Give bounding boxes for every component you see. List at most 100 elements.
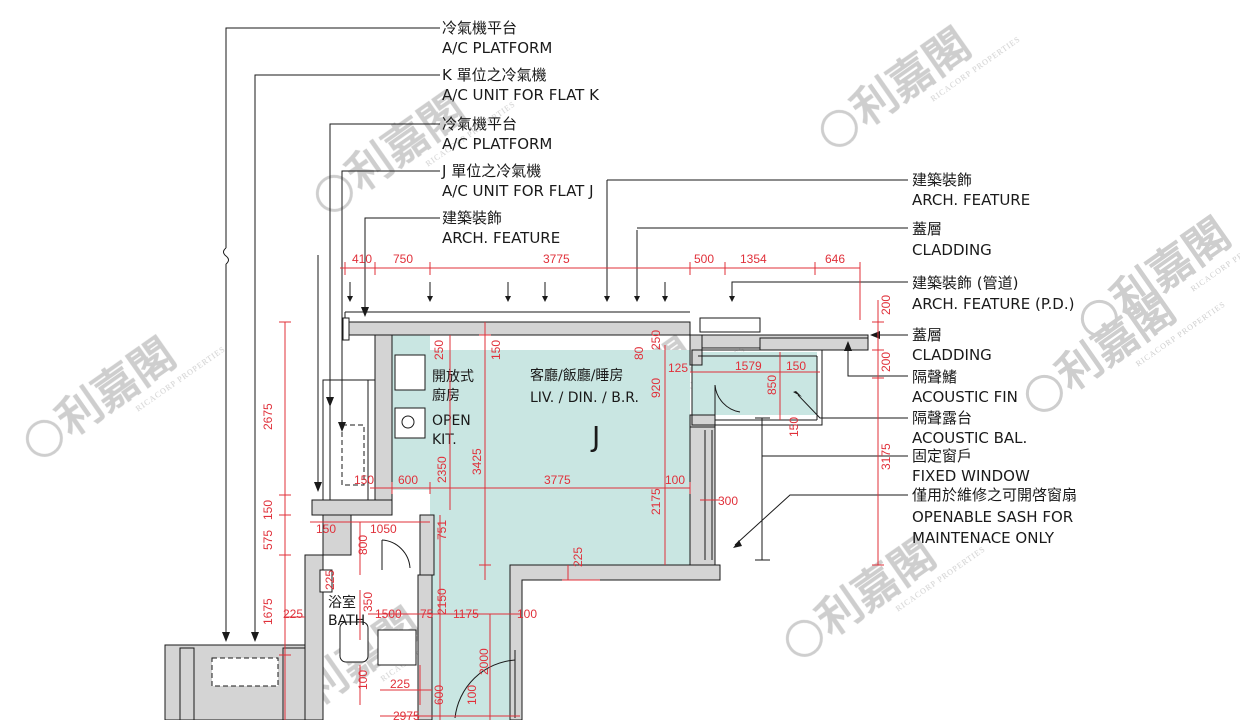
- callout-ac-platform2-en: A/C PLATFORM: [442, 135, 552, 153]
- dim-150-c: 150: [261, 500, 275, 520]
- bath-door-swing: [381, 539, 411, 569]
- acoustic-balcony: [691, 349, 823, 426]
- callout-ac-platform-en: A/C PLATFORM: [442, 39, 552, 57]
- kitchen-label-zh: 開放式: [432, 369, 474, 385]
- dim-225-d: 225: [390, 677, 410, 691]
- callout-arch-feature-r-zh: 建築裝飾: [912, 171, 972, 189]
- dim-225-c: 225: [323, 570, 337, 590]
- basin: [377, 629, 417, 666]
- dim-150-d: 150: [316, 522, 336, 536]
- dim-3175: 3175: [879, 443, 893, 470]
- dim-100-c: 100: [356, 670, 370, 690]
- ac-unit-j: [341, 424, 365, 486]
- callout-sash-zh: 僅用於維修之可開啓窗扇: [912, 486, 1077, 504]
- callout-balcony-zh: 隔聲露台: [912, 409, 972, 427]
- toilet: [339, 621, 369, 663]
- dim-2675: 2675: [261, 403, 275, 430]
- cladding-right: [759, 337, 869, 351]
- bath-fixtures: [319, 539, 417, 666]
- dim-150-a: 150: [489, 340, 503, 360]
- callout-ac-unit-j-en: A/C UNIT FOR FLAT J: [442, 182, 594, 200]
- ac-unit-k: [211, 657, 279, 687]
- top-wall: [344, 321, 691, 336]
- dim-575: 575: [261, 530, 275, 550]
- callout-arch-feature-en: ARCH. FEATURE: [442, 229, 560, 247]
- dim-1500: 1500: [375, 607, 402, 621]
- fixed-window: [704, 430, 713, 560]
- callout-pd-en: ARCH. FEATURE (P.D.): [912, 295, 1074, 313]
- living-floor: [392, 335, 690, 720]
- dim-150-bal: 150: [786, 359, 806, 373]
- dim-2350: 2350: [435, 456, 449, 483]
- dim-646: 646: [825, 252, 845, 266]
- callouts-left: 冷氣機平台 A/C PLATFORM K 單位之冷氣機 A/C UNIT FOR…: [222, 19, 600, 642]
- callout-balcony-en: ACOUSTIC BAL.: [912, 429, 1027, 447]
- callout-fin-zh: 隔聲鰭: [912, 368, 957, 386]
- dim-250-a: 250: [432, 340, 446, 360]
- kitchen-label-en: OPEN: [432, 413, 471, 429]
- dimension-lines: [279, 262, 884, 720]
- dim-125: 125: [668, 361, 688, 375]
- callout-ac-platform-zh: 冷氣機平台: [442, 19, 517, 37]
- dimension-labels: 410 750 3775 500 1354 646 250 150 80 250…: [261, 252, 893, 720]
- callout-arch-feature-r-en: ARCH. FEATURE: [912, 191, 1030, 209]
- hob: [394, 354, 426, 391]
- dim-2000: 2000: [477, 648, 491, 675]
- bath-left-wall: [304, 554, 324, 720]
- entrance-door-swing: [454, 659, 516, 719]
- dim-350: 350: [361, 592, 375, 612]
- dim-800: 800: [356, 535, 370, 555]
- dim-3775-mid: 3775: [544, 473, 571, 487]
- kitchen-label-zh2: 廚房: [432, 387, 460, 404]
- dim-410: 410: [352, 252, 372, 266]
- dim-600: 600: [398, 473, 418, 487]
- bath-label-zh: 浴室: [328, 594, 356, 611]
- dim-1050: 1050: [370, 522, 397, 536]
- callout-ac-unit-j-zh: J 單位之冷氣機: [441, 162, 541, 180]
- dim-200-a: 200: [879, 295, 893, 315]
- dim-100-d: 100: [465, 685, 479, 705]
- dim-920: 920: [649, 378, 663, 398]
- ac-platform-frame-r: [282, 647, 306, 720]
- kitchen-fixtures: [394, 354, 426, 439]
- dim-300: 300: [718, 494, 738, 508]
- window-wall: [689, 426, 716, 578]
- corridor-wall: [311, 499, 393, 516]
- dim-1175: 1175: [453, 607, 479, 621]
- callout-cladding-zh: 蓋層: [912, 220, 942, 238]
- dim-1354: 1354: [740, 252, 767, 266]
- callout-window-en: FIXED WINDOW: [912, 467, 1030, 485]
- living-label-en: LIV. / DIN. / B.R.: [530, 390, 639, 406]
- watermark-logo: 利嘉閣 RICACORP PROPERTIES: [25, 329, 227, 457]
- dim-225-b: 225: [283, 607, 303, 621]
- dim-150-b: 150: [787, 417, 801, 437]
- callout-cladding-en: CLADDING: [912, 241, 992, 259]
- callout-cladding2-zh: 蓋層: [912, 326, 942, 344]
- ac-platform-frame: [179, 647, 195, 720]
- bath-label-en: BATH: [328, 613, 365, 629]
- bottom-wall: [509, 564, 721, 720]
- callout-ac-unit-k-zh: K 單位之冷氣機: [442, 66, 547, 84]
- sink: [394, 407, 426, 439]
- dim-100: 100: [665, 473, 685, 487]
- dim-100-b: 100: [517, 607, 537, 621]
- balcony-floor: [692, 352, 817, 415]
- callout-ac-unit-k-en: A/C UNIT FOR FLAT K: [442, 86, 600, 104]
- dim-200-b: 200: [879, 352, 893, 372]
- dim-750: 750: [393, 252, 413, 266]
- living-label-zh: 客廳/飯廳/睡房: [530, 367, 623, 384]
- pd-feature: [699, 317, 761, 333]
- dim-225-a: 225: [571, 547, 585, 567]
- watermark-logo: 利嘉閣 RICACORP PROPERTIES: [820, 19, 1022, 147]
- callout-pd-zh: 建築裝飾 (管道): [912, 274, 1018, 292]
- dim-850: 850: [765, 375, 779, 395]
- dim-2975: 2975: [393, 709, 420, 720]
- flat-label: J: [590, 420, 600, 453]
- dim-1579: 1579: [735, 359, 762, 373]
- dim-3425: 3425: [470, 448, 484, 475]
- callout-sash-en: OPENABLE SASH FOR: [912, 508, 1073, 526]
- dim-75: 75: [420, 607, 434, 621]
- dim-500: 500: [694, 252, 714, 266]
- dim-3775-top: 3775: [543, 252, 570, 266]
